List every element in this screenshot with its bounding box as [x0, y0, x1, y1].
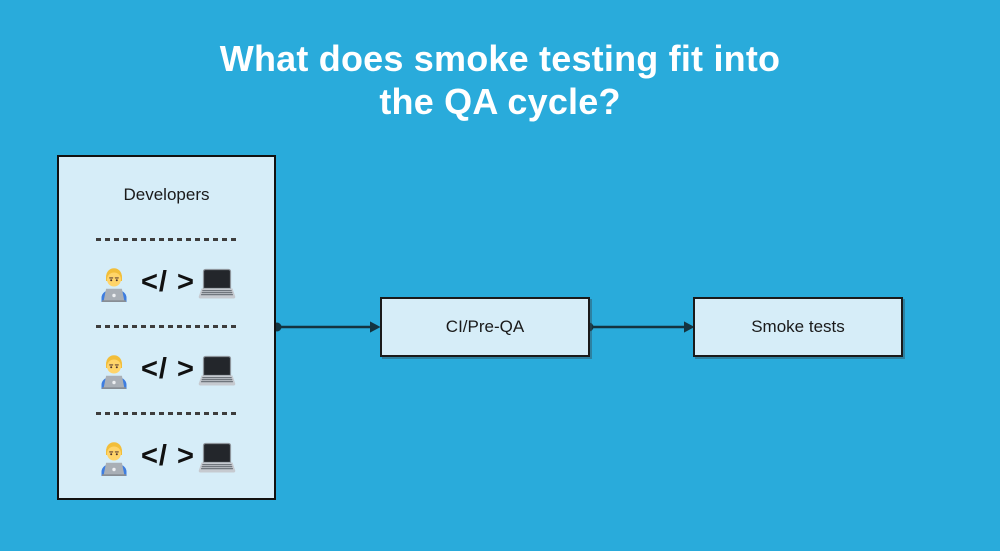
developer-row: </ > [96, 352, 237, 390]
page-title: What does smoke testing fit into the QA … [0, 37, 1000, 123]
laptop-emoji-icon [197, 266, 237, 302]
dashed-divider [96, 325, 237, 328]
title-line-1: What does smoke testing fit into [219, 38, 781, 79]
arrow-ci-to-smoke [584, 321, 695, 333]
dashed-divider [96, 412, 237, 415]
title-line-2: the QA cycle? [379, 81, 621, 122]
code-symbol: </ > [141, 352, 195, 385]
developers-box: Developers </ > [57, 155, 276, 500]
arrow-developers-to-ci [272, 321, 381, 333]
technologist-emoji-icon [96, 440, 132, 476]
developer-row: </ > [96, 439, 237, 477]
ci-pre-qa-label: CI/Pre-QA [445, 317, 525, 336]
ci-pre-qa-node: CI/Pre-QA [380, 297, 590, 357]
developer-row: </ > [96, 265, 237, 303]
smoke-tests-label: Smoke tests [751, 317, 845, 336]
technologist-emoji-icon [96, 266, 132, 302]
code-symbol: </ > [141, 265, 195, 298]
dashed-divider [96, 238, 237, 241]
laptop-emoji-icon [197, 440, 237, 476]
technologist-emoji-icon [96, 353, 132, 389]
laptop-emoji-icon [197, 353, 237, 389]
developers-box-label: Developers [123, 185, 210, 204]
code-symbol: </ > [141, 439, 195, 472]
smoke-tests-node: Smoke tests [693, 297, 903, 357]
